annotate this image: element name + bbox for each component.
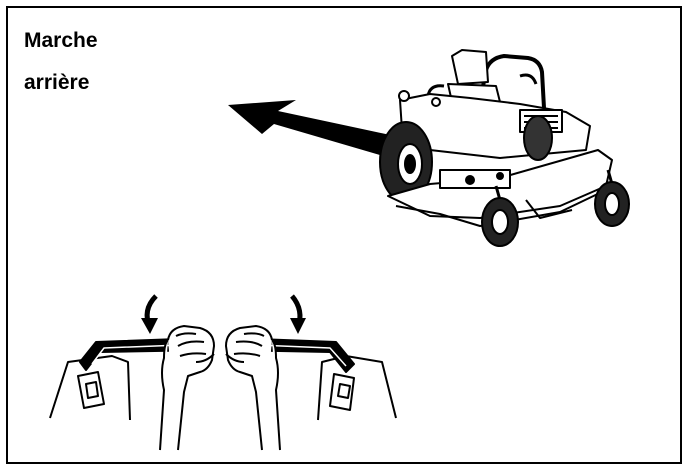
reverse-direction-arrow-icon [228, 100, 395, 158]
right-hand-icon [225, 325, 281, 451]
page-title: Marche arrière [24, 20, 98, 104]
zero-turn-mower-icon [379, 49, 630, 247]
motion-control-levers-icon [49, 337, 397, 421]
title-line-2: arrière [24, 71, 90, 94]
pull-back-arrow-left-icon [141, 294, 158, 334]
title-line-1: Marche [24, 29, 98, 52]
left-hand-icon [159, 325, 215, 451]
pull-back-arrow-right-icon [290, 294, 306, 334]
